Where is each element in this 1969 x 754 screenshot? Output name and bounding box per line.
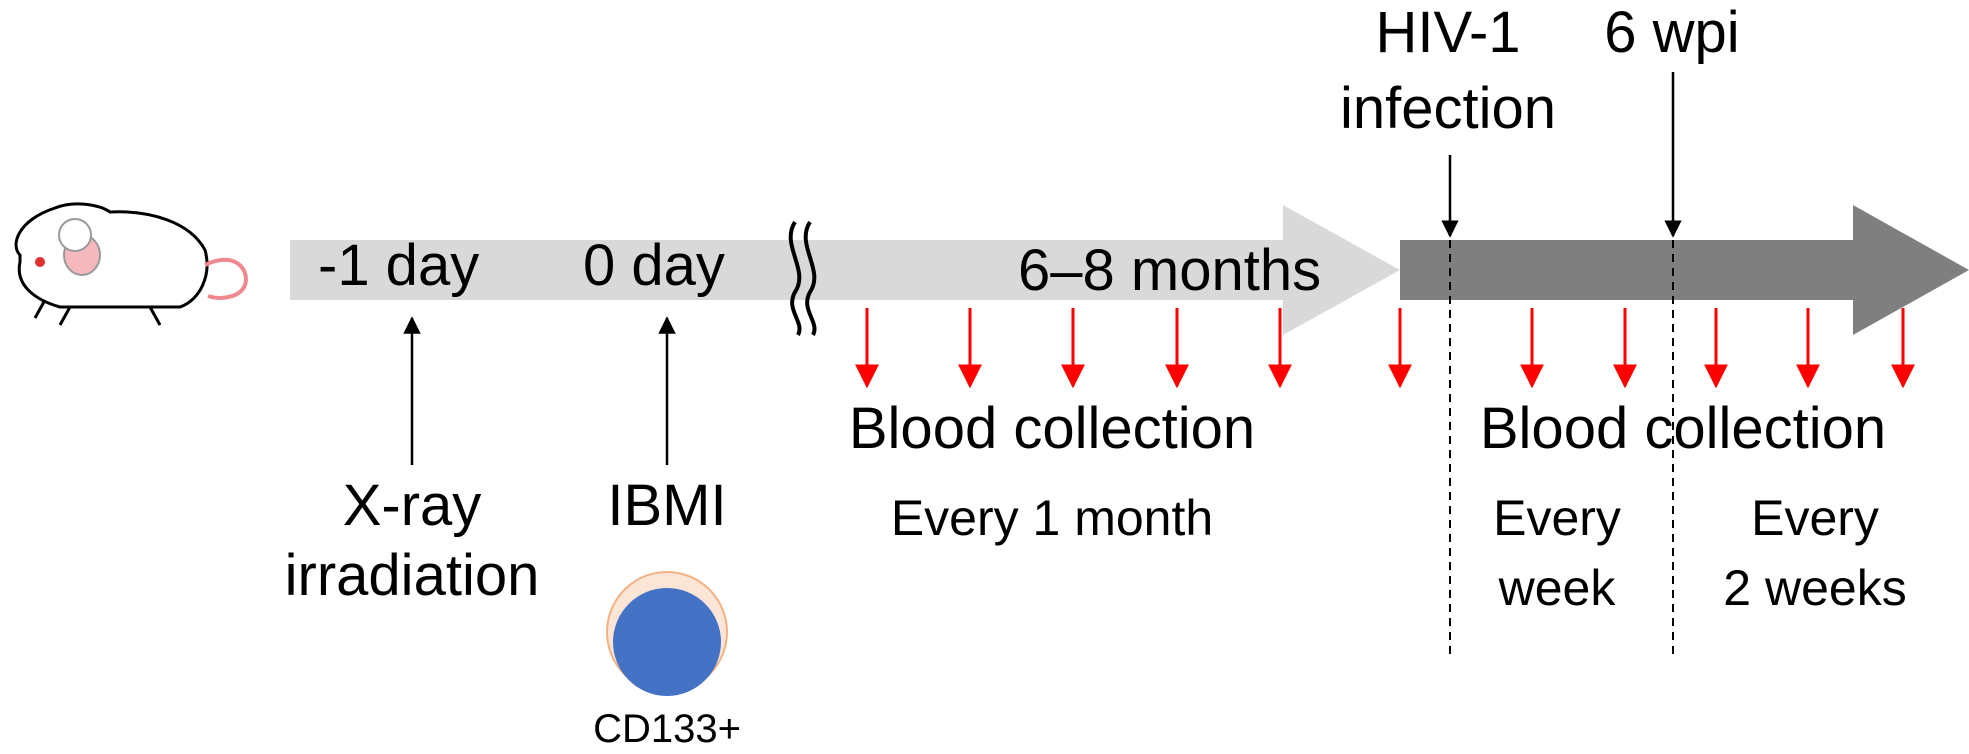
interval-label-2-line2: week [1498, 560, 1617, 616]
hiv-label-line2: infection [1340, 76, 1556, 141]
blood-collection-label-1: Blood collection [849, 396, 1255, 461]
interval-label-1: Every 1 month [891, 490, 1213, 546]
axis-break-icon [788, 220, 817, 336]
day-0-label: 0 day [583, 233, 725, 298]
xray-label-line2: irradiation [285, 543, 540, 608]
months-label: 6–8 months [1018, 238, 1321, 303]
cell-label: CD133+ [593, 707, 741, 751]
phase1-arrow [290, 205, 1400, 335]
day-minus1-label: -1 day [318, 233, 479, 298]
xray-label-line1: X-ray [343, 473, 482, 538]
blood-collection-arrows [855, 308, 1915, 389]
phase2-arrow [1400, 205, 1969, 335]
wpi-label: 6 wpi [1604, 0, 1739, 65]
mouse-icon [14, 202, 248, 326]
interval-label-3-line2: 2 weeks [1723, 560, 1906, 616]
interval-label-3-line1: Every [1751, 490, 1879, 546]
ibmi-label: IBMI [607, 473, 726, 538]
blood-collection-label-2: Blood collection [1480, 396, 1886, 461]
interval-label-2-line1: Every [1493, 490, 1621, 546]
stem-cell-icon [606, 571, 728, 696]
hiv-label-line1: HIV-1 [1375, 0, 1520, 65]
